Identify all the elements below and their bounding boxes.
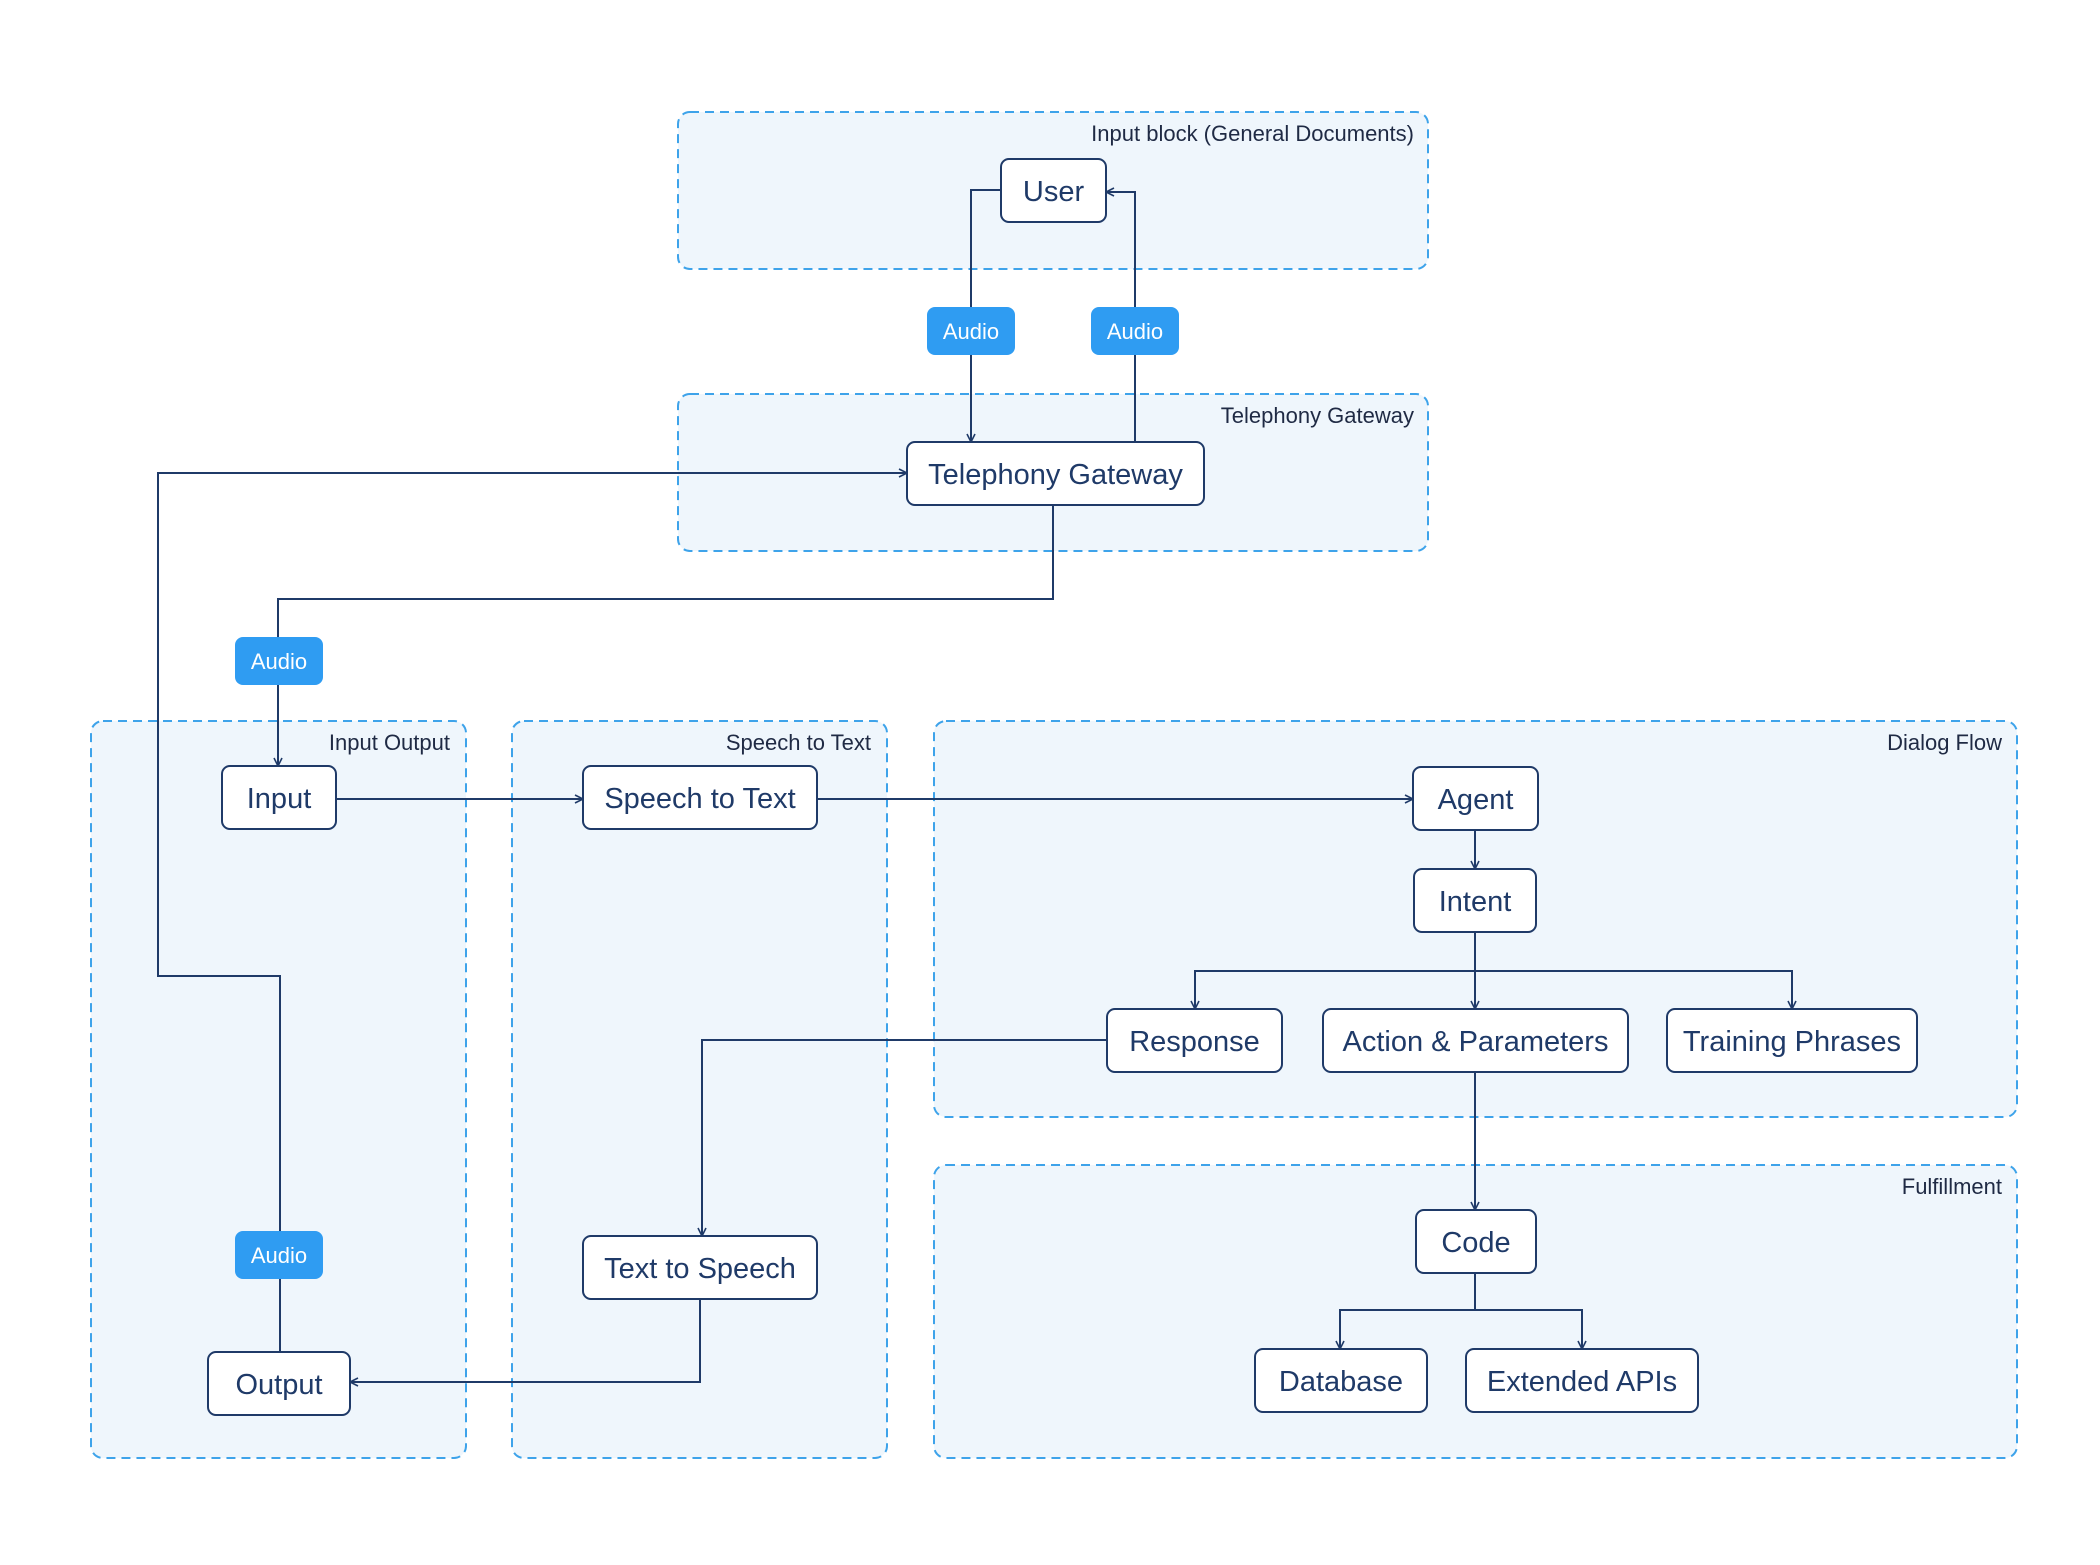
node-database-label: Database (1279, 1366, 1403, 1398)
audio-badge: Audio (235, 1231, 323, 1279)
group-label-fulfillment: Fulfillment (1902, 1174, 2002, 1199)
node-response: Response (1106, 1008, 1283, 1073)
node-user-label: User (1023, 176, 1085, 208)
node-intent-label: Intent (1439, 886, 1512, 918)
audio-badge-label: Audio (251, 1243, 307, 1268)
node-extended-apis-label: Extended APIs (1487, 1366, 1677, 1398)
node-agent: Agent (1412, 766, 1539, 831)
edge-user-to-gateway (971, 189, 1001, 442)
edge-response-to-tts (702, 1039, 1107, 1236)
node-agent-label: Agent (1438, 784, 1514, 816)
node-extended-apis: Extended APIs (1465, 1348, 1699, 1413)
node-action-parameters-label: Action & Parameters (1343, 1026, 1609, 1058)
group-label-dialog-flow: Dialog Flow (1887, 730, 2002, 755)
group-label-input-block: Input block (General Documents) (1091, 121, 1414, 146)
edge-intent-to-response (1195, 932, 1476, 1009)
edge-output-to-gateway (157, 473, 907, 1352)
edge-code-to-extended-apis (1475, 1309, 1582, 1349)
group-label-telephony-gateway: Telephony Gateway (1221, 403, 1414, 428)
edge-tts-to-output (350, 1299, 701, 1382)
node-output-label: Output (235, 1369, 322, 1401)
group-input-output: Input Output (90, 720, 467, 1459)
audio-badge: Audio (1091, 307, 1179, 355)
node-action-parameters: Action & Parameters (1322, 1008, 1629, 1073)
node-user: User (1000, 158, 1107, 223)
node-speech-to-text: Speech to Text (582, 765, 818, 830)
node-code: Code (1415, 1209, 1537, 1274)
group-label-input-output: Input Output (329, 730, 450, 755)
node-telephony-gateway: Telephony Gateway (906, 441, 1205, 506)
node-input: Input (221, 765, 337, 830)
audio-badge: Audio (235, 637, 323, 685)
node-training-phrases-label: Training Phrases (1683, 1026, 1901, 1058)
audio-badge-label: Audio (943, 319, 999, 344)
node-response-label: Response (1129, 1026, 1260, 1058)
node-database: Database (1254, 1348, 1428, 1413)
node-text-to-speech: Text to Speech (582, 1235, 818, 1300)
node-code-label: Code (1441, 1227, 1510, 1259)
node-text-to-speech-label: Text to Speech (604, 1253, 796, 1285)
edge-code-to-database (1340, 1273, 1476, 1349)
node-speech-to-text-label: Speech to Text (604, 783, 795, 815)
edge-gateway-to-user (1106, 192, 1136, 442)
node-training-phrases: Training Phrases (1666, 1008, 1918, 1073)
node-intent: Intent (1413, 868, 1537, 933)
node-input-label: Input (247, 783, 312, 815)
node-telephony-gateway-label: Telephony Gateway (928, 459, 1183, 491)
group-label-speech-to-text: Speech to Text (726, 730, 871, 755)
edge-intent-to-training (1475, 970, 1792, 1009)
audio-badge-label: Audio (251, 649, 307, 674)
audio-badge: Audio (927, 307, 1015, 355)
node-output: Output (207, 1351, 351, 1416)
audio-badge-label: Audio (1107, 319, 1163, 344)
